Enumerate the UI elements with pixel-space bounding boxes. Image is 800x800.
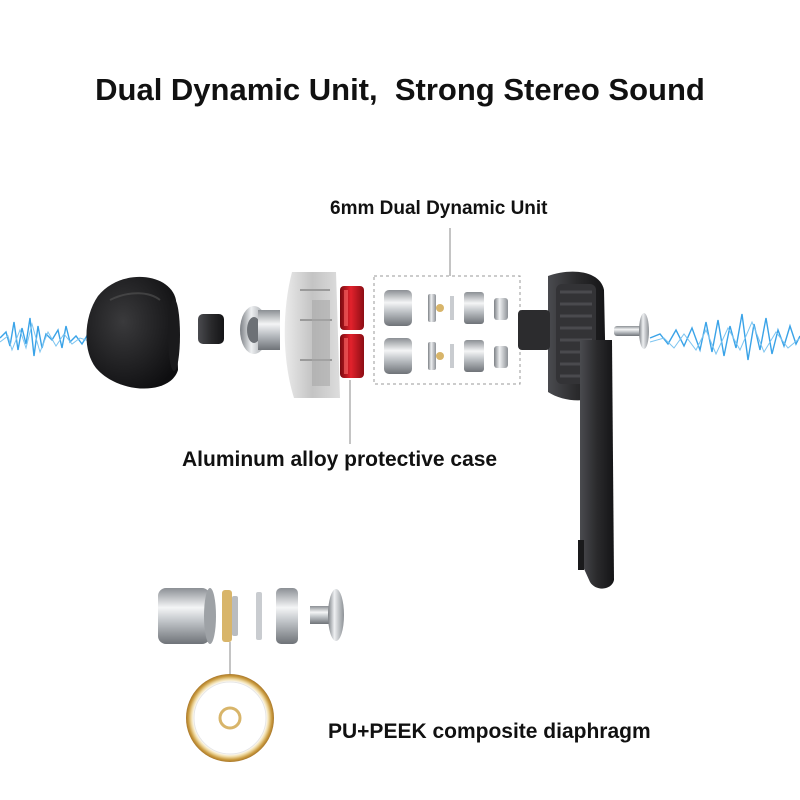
driver-exploded-row — [158, 588, 344, 644]
damper — [198, 314, 224, 344]
right-sound-wave — [649, 313, 800, 361]
rear-pin — [614, 313, 649, 349]
dual-dynamic-unit — [384, 290, 508, 374]
front-housing — [284, 272, 340, 398]
right-sound-wave-2 — [649, 320, 800, 356]
aluminum-case — [340, 286, 364, 378]
callout-dual-unit: 6mm Dual Dynamic Unit — [330, 198, 548, 219]
callout-diaphragm: PU+PEEK composite diaphragm — [328, 720, 651, 743]
left-sound-wave-2 — [0, 322, 101, 354]
callout-case: Aluminum alloy protective case — [182, 448, 498, 471]
headline: Dual Dynamic Unit, Strong Stereo Sound — [95, 72, 705, 107]
nozzle-ring — [240, 306, 280, 354]
rear-housing — [518, 271, 614, 589]
left-sound-wave — [0, 317, 101, 357]
ear-tip — [86, 276, 180, 389]
diaphragm-disc — [186, 674, 274, 762]
